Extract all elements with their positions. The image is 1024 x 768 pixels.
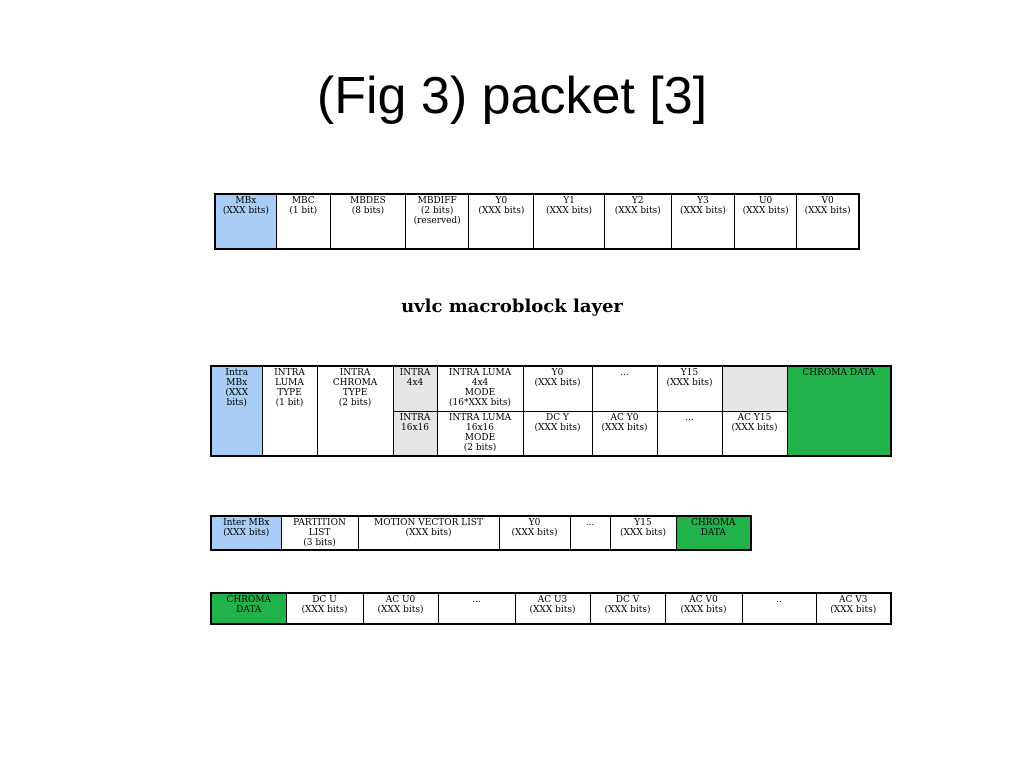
- y3-field: Y3(XXX bits): [670, 193, 736, 250]
- mbc-field: MBC(1 bit): [275, 193, 331, 250]
- chroma-data-label: CHROMA DATA: [210, 592, 287, 625]
- macroblock-header-table: MBx(XXX bits) MBC(1 bit) MBDES(8 bits) M…: [214, 193, 860, 250]
- intra-ellipsis-top: ...: [591, 365, 658, 412]
- intra-y15-field: Y15(XXX bits): [656, 365, 723, 412]
- inter-y0-field: Y0(XXX bits): [498, 515, 571, 551]
- mbdiff-field: MBDIFF(2 bits)(reserved): [405, 193, 470, 250]
- intra-ac-y0-field: AC Y0(XXX bits): [591, 410, 658, 457]
- ac-u3-field: AC U3(XXX bits): [514, 592, 591, 625]
- u0-field: U0(XXX bits): [734, 193, 798, 250]
- chroma-data-table: CHROMA DATA DC U(XXX bits) AC U0(XXX bit…: [210, 592, 892, 625]
- intra-chroma-data-field: CHROMA DATA: [786, 365, 892, 457]
- intra-y0-field: Y0(XXX bits): [522, 365, 593, 412]
- ac-u0-field: AC U0(XXX bits): [362, 592, 439, 625]
- motion-vector-list-field: MOTION VECTOR LIST(XXX bits): [357, 515, 500, 551]
- ac-v3-field: AC V3(XXX bits): [815, 592, 892, 625]
- chroma-ellipsis-v: ..: [741, 592, 817, 625]
- chroma-ellipsis-u: ...: [437, 592, 516, 625]
- inter-chroma-data-field: CHROMA DATA: [675, 515, 752, 551]
- intra-empty-field: [721, 365, 788, 412]
- intra-mbx-field: Intra MBx(XXX bits): [210, 365, 263, 457]
- inter-ellipsis: ...: [569, 515, 611, 551]
- intra-ac-y15-field: AC Y15(XXX bits): [721, 410, 788, 457]
- mbdes-field: MBDES(8 bits): [329, 193, 407, 250]
- y2-field: Y2(XXX bits): [603, 193, 672, 250]
- intra-dc-y-field: DC Y(XXX bits): [522, 410, 593, 457]
- inter-y15-field: Y15(XXX bits): [609, 515, 677, 551]
- intra-ellipsis-bottom: ...: [656, 410, 723, 457]
- diagram-caption: uvlc macroblock layer: [401, 296, 623, 317]
- slide-title: (Fig 3) packet [3]: [316, 67, 708, 125]
- mbx-field: MBx(XXX bits): [214, 193, 277, 250]
- dc-u-field: DC U(XXX bits): [285, 592, 364, 625]
- partition-list-field: PARTITION LIST(3 bits): [280, 515, 359, 551]
- v0-field: V0(XXX bits): [796, 193, 860, 250]
- y1-field: Y1(XXX bits): [533, 193, 605, 250]
- y0-field: Y0(XXX bits): [468, 193, 535, 250]
- inter-macroblock-table: Inter MBx(XXX bits) PARTITION LIST(3 bit…: [210, 515, 752, 551]
- dc-v-field: DC V(XXX bits): [589, 592, 666, 625]
- ac-v0-field: AC V0(XXX bits): [664, 592, 743, 625]
- inter-mbx-field: Inter MBx(XXX bits): [210, 515, 282, 551]
